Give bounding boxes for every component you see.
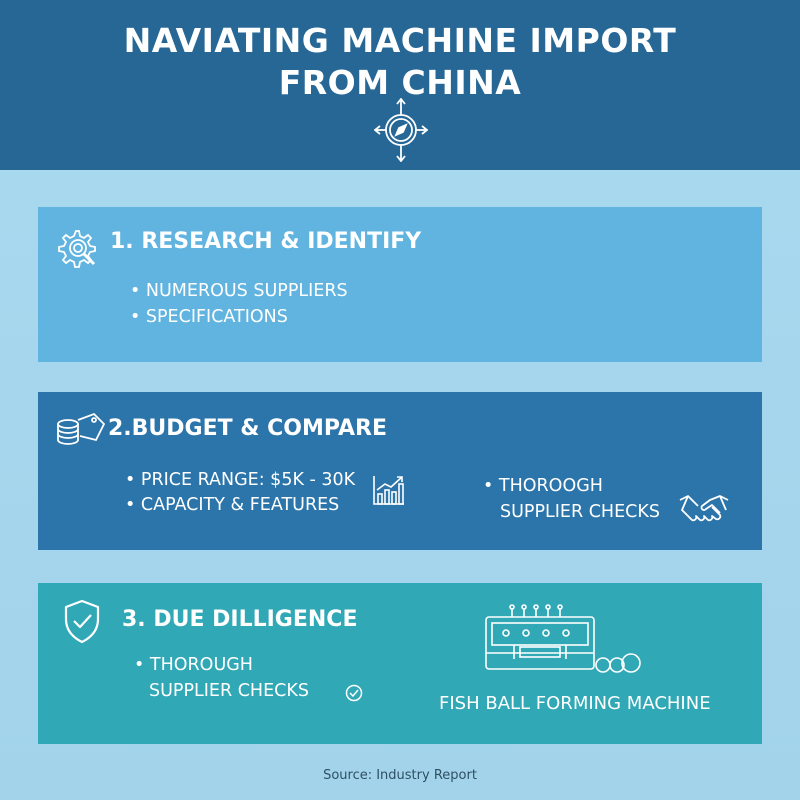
source-note: Source: Industry Report (323, 768, 477, 783)
handshake-icon (679, 495, 729, 522)
gear-magnifier-icon (58, 230, 96, 268)
coins-tag-icon (57, 412, 106, 445)
bullet-item: • CAPACITY & FEATURES (125, 495, 340, 515)
side-bullet-line-1: • THOROOGH (483, 476, 603, 496)
fish-balls-icon (595, 653, 641, 673)
section-due-diligence: 3. DUE DILLIGENCE • THOROUGH SUPPLIER CH… (38, 583, 762, 744)
compass-icon (374, 98, 428, 162)
section-title: 1. RESEARCH & IDENTIFY (110, 229, 422, 254)
section-title: 3. DUE DILLIGENCE (122, 607, 358, 632)
machine-caption: FISH BALL FORMING MACHINE (439, 693, 711, 714)
title-line-2: FROM CHINA (278, 63, 522, 102)
header-banner: NAVIATING MACHINE IMPORT FROM CHINA (0, 0, 800, 170)
side-bullet-line-2: SUPPLIER CHECKS (500, 502, 660, 522)
check-circle-icon (345, 684, 363, 702)
title-line-1: NAVIATING MACHINE IMPORT (123, 21, 677, 60)
bullet-line-1: • THOROUGH (134, 655, 253, 675)
shield-check-icon (64, 599, 100, 644)
bar-chart-icon (373, 476, 404, 505)
bullet-line-2: SUPPLIER CHECKS (149, 681, 309, 701)
bullet-item: • NUMEROUS SUPPLIERS (130, 281, 348, 301)
machine-icon (485, 604, 595, 670)
section-title: 2.BUDGET & COMPARE (108, 416, 387, 441)
section-budget: 2.BUDGET & COMPARE • PRICE RANGE: $5K - … (38, 392, 762, 550)
bullet-item: • PRICE RANGE: $5K - 30K (125, 470, 356, 490)
page-title: NAVIATING MACHINE IMPORT FROM CHINA (0, 20, 800, 104)
section-research: 1. RESEARCH & IDENTIFY • NUMEROUS SUPPLI… (38, 207, 762, 362)
bullet-item: • SPECIFICATIONS (130, 307, 288, 327)
